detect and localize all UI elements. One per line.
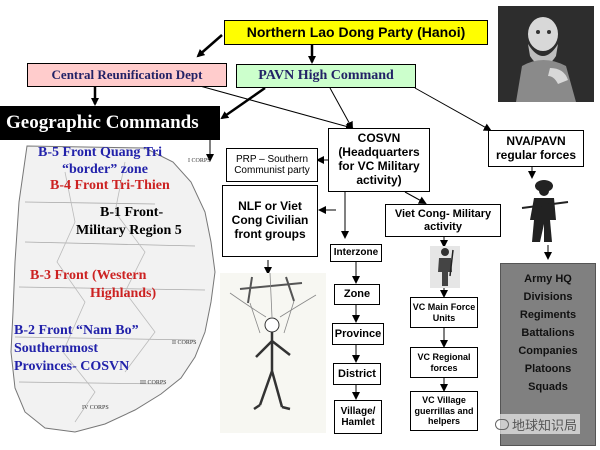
village-hamlet-label: Village/ Hamlet xyxy=(340,405,376,429)
b5-front-label-line2: “border” zone xyxy=(62,162,148,177)
arrow-cosvn-to-vcmil xyxy=(404,191,427,204)
nva-soldier-silhouette-icon xyxy=(521,180,569,242)
province-label: Province xyxy=(334,327,382,340)
vc-regional-label: VC Regional forces xyxy=(417,352,471,373)
army-hq-item: Army HQ xyxy=(500,270,596,288)
platoons-item: Platoons xyxy=(500,360,596,378)
vietnam-map-outline xyxy=(10,145,216,433)
prp-box: PRP – Southern Communist party xyxy=(226,148,318,182)
b2-front-label-line2: Southernmost xyxy=(14,341,99,356)
divisions-item: Divisions xyxy=(500,288,596,306)
arrow-pavn-to-cosvn xyxy=(329,87,353,130)
vc-soldier-silhouette-icon xyxy=(430,246,460,288)
vietnam-map xyxy=(5,142,227,442)
battalions-item: Battalions xyxy=(500,324,596,342)
central-reunification-dept-box: Central Reunification Dept xyxy=(27,63,227,87)
vc-regional-box: VC Regional forces xyxy=(410,347,478,378)
vc-military-box: Viet Cong- Military activity xyxy=(385,204,501,237)
nlf-label: NLF or Viet Cong Civilian front groups xyxy=(231,199,309,241)
vc-main-force-box: VC Main Force Units xyxy=(410,297,478,328)
platoons-label: Platoons xyxy=(524,362,572,375)
iv-corps-label: IV CORPS xyxy=(82,405,109,411)
vc-village-guerrillas-label: VC Village guerrillas and helpers xyxy=(414,395,474,427)
geographic-commands-banner: Geographic Commands xyxy=(0,106,220,140)
squads-label: Squads xyxy=(528,380,568,393)
regiments-item: Regiments xyxy=(500,306,596,324)
arrow-pavn-to-geo xyxy=(220,86,266,120)
companies-label: Companies xyxy=(518,344,578,357)
b5-front-label-line1: B-5 Front Quang Tri xyxy=(38,145,163,160)
interzone-label: Interzone xyxy=(333,247,379,259)
pavn-high-command-label: PAVN High Command xyxy=(258,67,394,83)
vc-military-label: Viet Cong- Military activity xyxy=(394,207,492,233)
zone-label: Zone xyxy=(343,288,371,301)
arrow-reunification-to-cosvn xyxy=(199,85,354,131)
nva-soldier-figure xyxy=(516,178,572,244)
iii-corps-label: III CORPS xyxy=(140,380,167,386)
geographic-commands-label: Geographic Commands xyxy=(6,112,199,134)
zone-box: Zone xyxy=(334,284,380,305)
district-label: District xyxy=(338,367,376,380)
vc-soldier-figure xyxy=(430,246,460,288)
b3-front-label-line2: Highlands) xyxy=(90,286,157,301)
central-reunification-dept-label: Central Reunification Dept xyxy=(51,66,203,82)
vc-village-guerrillas-box: VC Village guerrillas and helpers xyxy=(410,391,478,431)
pavn-high-command-box: PAVN High Command xyxy=(236,64,416,88)
nlf-box: NLF or Viet Cong Civilian front groups xyxy=(222,185,318,257)
prp-label: PRP – Southern Communist party xyxy=(234,153,310,177)
b2-front-label-line3: Provinces- COSVN xyxy=(14,359,130,374)
companies-item: Companies xyxy=(500,342,596,360)
portrait-figure-icon xyxy=(498,6,594,102)
b1-front-label-line2: Military Region 5 xyxy=(76,223,182,238)
interzone-box: Interzone xyxy=(330,244,382,262)
b1-front-label-line1: B-1 Front- xyxy=(100,205,164,220)
marionette-icon xyxy=(220,272,326,433)
village-hamlet-box: Village/ Hamlet xyxy=(334,400,382,434)
b2-front-label-line1: B-2 Front “Nam Bo” xyxy=(14,323,139,338)
regiments-label: Regiments xyxy=(519,308,577,321)
b4-front-label: B-4 Front Tri-Thien xyxy=(50,178,170,193)
b3-front-label-line1: B-3 Front (Western xyxy=(30,268,147,283)
battalions-label: Battalions xyxy=(521,326,575,339)
nva-pavn-label: NVA/PAVN regular forces xyxy=(495,133,577,162)
watermark-text: 地球知识局 xyxy=(512,418,578,434)
northern-lao-dong-party-box: Northern Lao Dong Party (Hanoi) xyxy=(224,20,488,45)
puppet-illustration xyxy=(220,272,326,433)
i-corps-label: I CORPS xyxy=(188,158,211,164)
arrow-pavn-to-nva xyxy=(414,87,492,131)
cosvn-box: COSVN (Headquarters for VC Military acti… xyxy=(328,128,430,192)
province-box: Province xyxy=(332,323,384,345)
nva-pavn-box: NVA/PAVN regular forces xyxy=(488,130,584,167)
divisions-label: Divisions xyxy=(523,290,573,303)
vc-main-force-label: VC Main Force Units xyxy=(412,302,476,323)
ho-chi-minh-portrait xyxy=(498,6,594,102)
squads-item: Squads xyxy=(500,378,596,396)
district-box: District xyxy=(333,363,381,385)
ii-corps-label: II CORPS xyxy=(172,340,197,346)
army-hq-label: Army HQ xyxy=(524,272,572,285)
wechat-icon xyxy=(495,418,509,430)
watermark: 地球知识局 xyxy=(492,414,581,434)
arrow-laodong-to-reunification xyxy=(196,34,223,58)
cosvn-label: COSVN (Headquarters for VC Military acti… xyxy=(338,131,420,187)
northern-lao-dong-party-label: Northern Lao Dong Party (Hanoi) xyxy=(246,24,466,41)
